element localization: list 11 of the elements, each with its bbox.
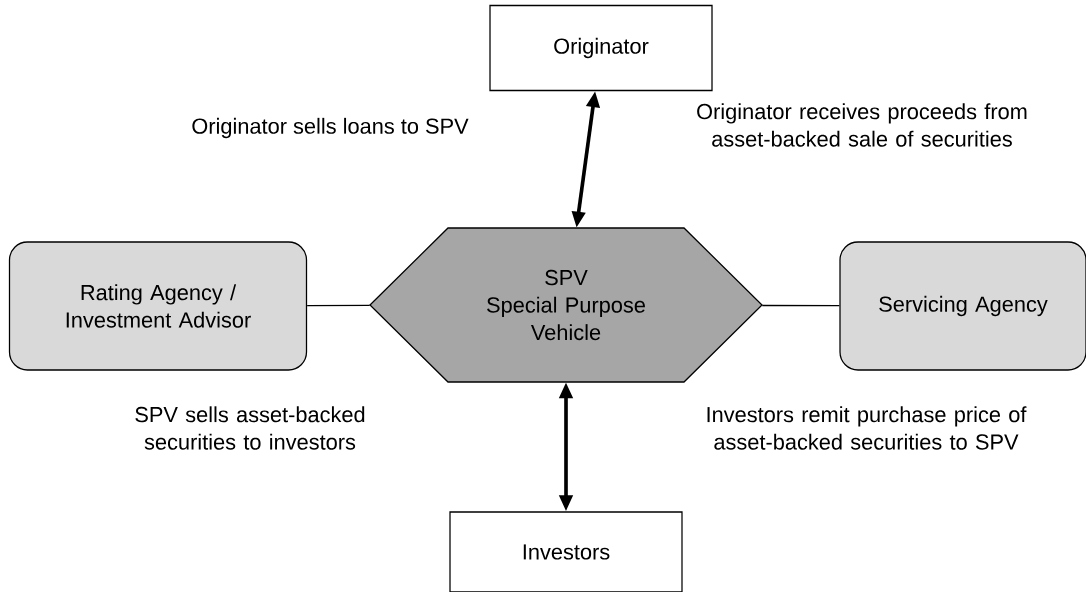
process-box: Investors — [449, 511, 683, 592]
connector-line — [761, 304, 840, 307]
note-text: Originator sells loans to SPV — [192, 117, 469, 139]
process-box: Originator — [489, 4, 713, 92]
rounded-box: Rating Agency / Investment Advisor — [8, 241, 308, 371]
note-text: Investors remit purchase price of asset-backed securities to SPV — [707, 406, 1027, 450]
rounded-box: Servicing Agency — [839, 241, 1086, 371]
note-text: SPV sells asset-backed securities to investors — [135, 406, 365, 450]
connector-line — [306, 304, 371, 307]
note-text: Originator receives proceeds from asset-backed sale of securities — [697, 103, 1027, 147]
hexagon: SPV Special Purpose Vehicle — [369, 227, 763, 383]
